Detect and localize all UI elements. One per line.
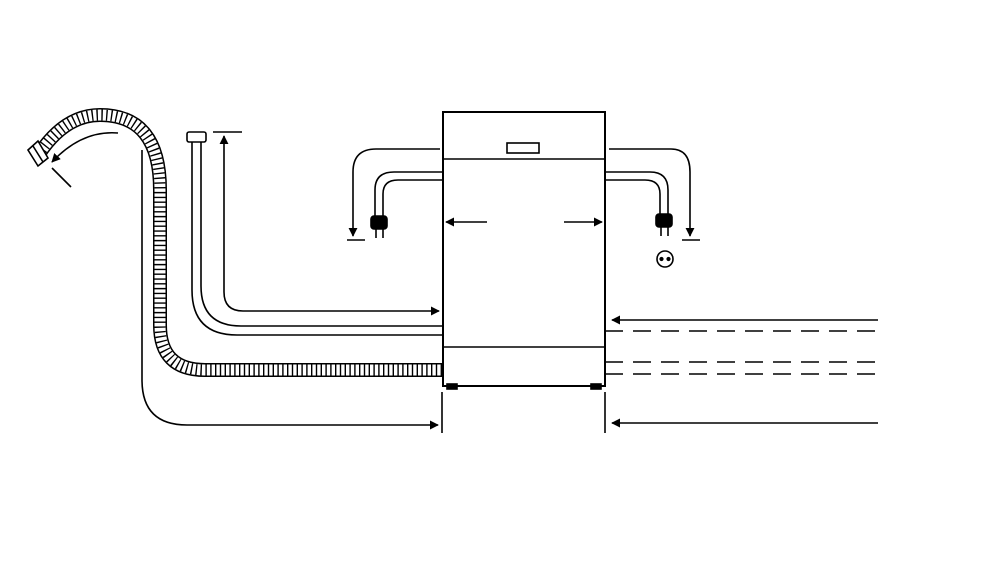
plug-icon [655,213,673,236]
inlet-length-arrow [219,135,440,316]
inlet-hose-icon [186,131,443,336]
drain-height-arrow [51,131,119,163]
control-panel-icon [506,142,540,154]
corrugated-hose-icon [26,107,442,377]
power-cord-right-icon [605,171,669,214]
supply-lines-right [605,315,878,375]
drain-length-arrow [141,150,439,430]
plug-icon [370,215,388,238]
cord-length-arrow-right [609,148,695,237]
socket-icon [656,250,674,268]
dishwasher-icon [442,111,606,390]
cord-length-arrow-left [348,148,440,237]
power-cord-left-icon [374,171,443,216]
